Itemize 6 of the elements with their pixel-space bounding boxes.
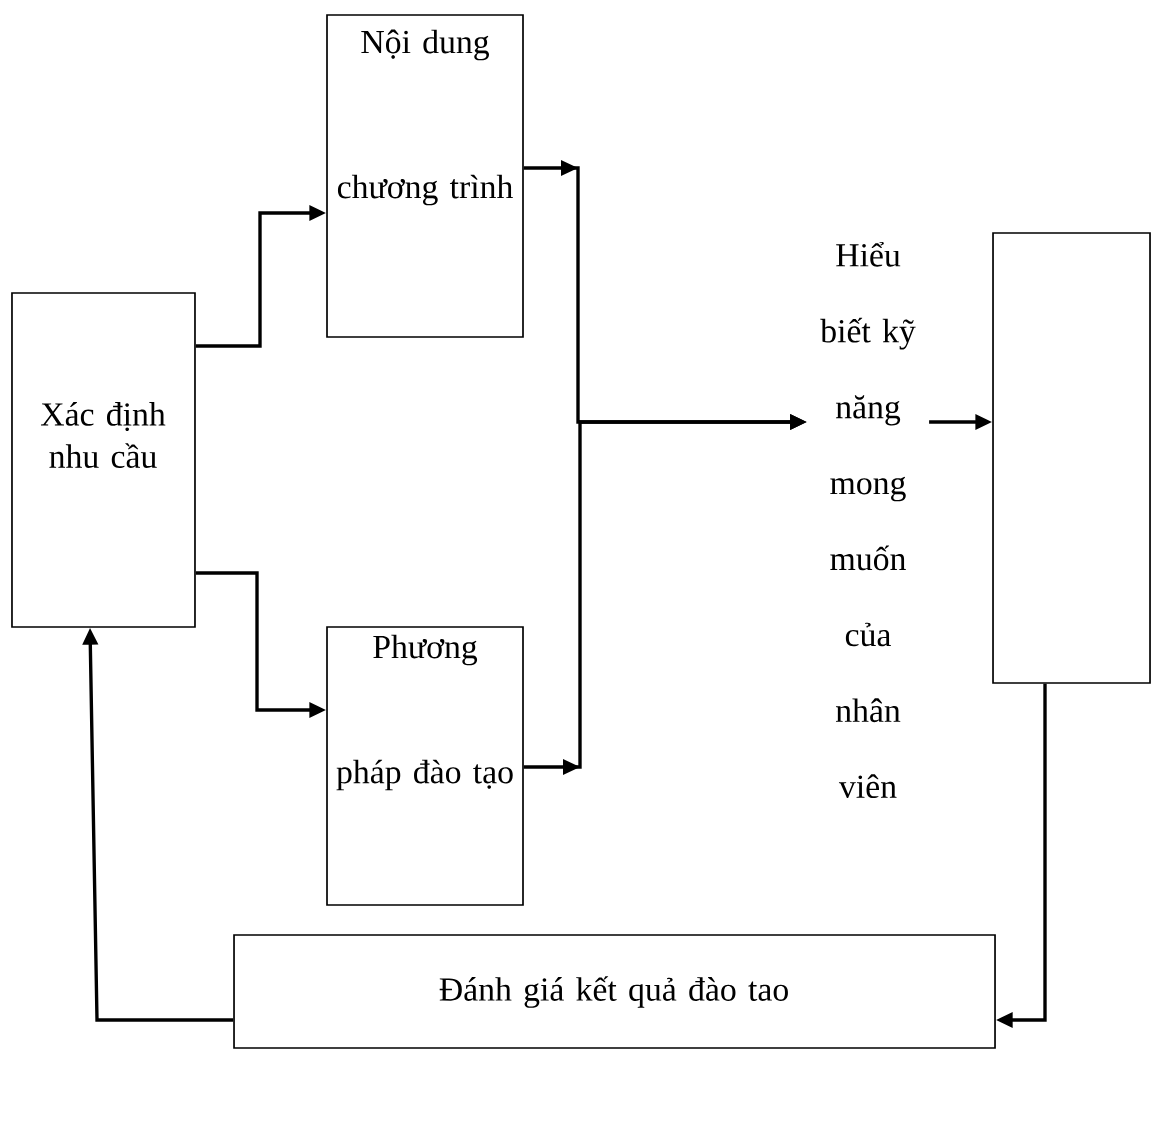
process-box: Xác định nhu cầu	[11, 292, 196, 628]
process-box: Phương pháp đào tạo	[326, 626, 524, 906]
empty-box	[992, 232, 1151, 684]
process-box: Đánh giá kết quả đào tao	[233, 934, 996, 1049]
text-label: Hiểu biết kỹ năng mong muốn của nhân viên	[820, 241, 916, 799]
process-box: Nội dung chương trình	[326, 14, 524, 338]
